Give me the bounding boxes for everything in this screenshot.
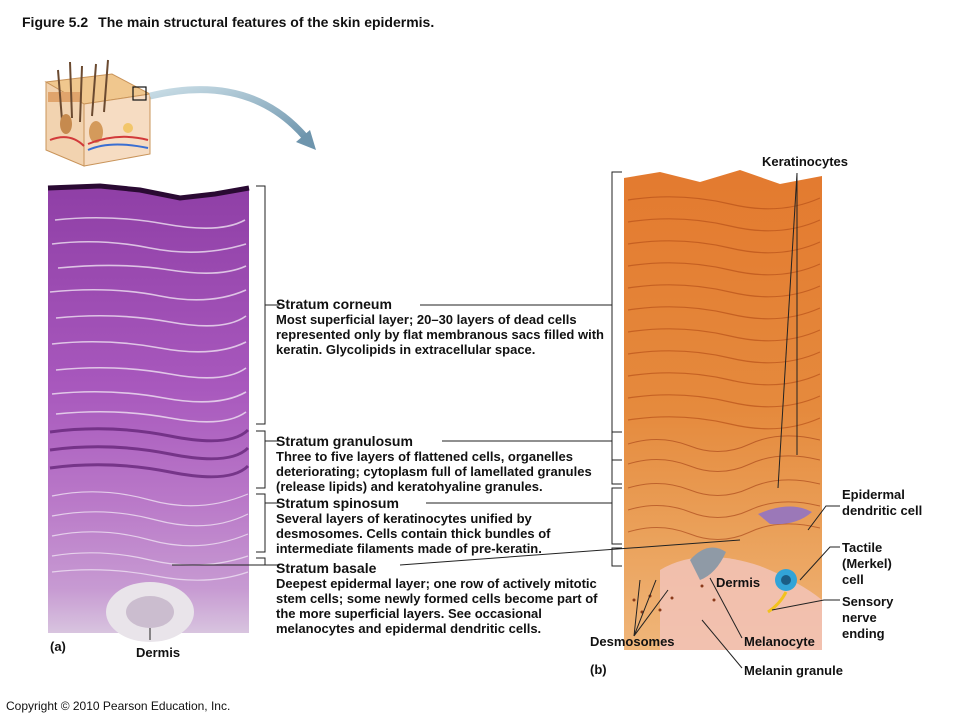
- label-desmosomes: Desmosomes: [590, 634, 675, 649]
- label-melanocyte: Melanocyte: [744, 634, 815, 649]
- figure-number: Figure 5.2: [22, 14, 89, 30]
- illustration-panel-b: [624, 170, 822, 650]
- layer-stratum-basale: Stratum basale Deepest epidermal layer; …: [276, 560, 616, 636]
- zoom-box: [132, 86, 147, 101]
- panel-b-label: (b): [590, 662, 607, 677]
- layer-name: Stratum granulosum: [276, 433, 413, 449]
- label-epidermal-dendritic-cell: Epidermal dendritic cell: [842, 487, 923, 518]
- label-melanin-granule: Melanin granule: [744, 663, 843, 678]
- layer-name: Stratum spinosum: [276, 495, 399, 511]
- micrograph-panel-a: [47, 183, 250, 642]
- label-dermis-b: Dermis: [716, 575, 761, 590]
- label-tactile-cell: Tactile (Merkel) cell: [842, 540, 892, 587]
- figure-caption: The main structural features of the skin…: [98, 14, 435, 30]
- label-keratinocytes: Keratinocytes: [762, 154, 848, 169]
- zoom-arrow: [149, 86, 309, 141]
- copyright-notice: Copyright © 2010 Pearson Education, Inc.: [6, 699, 231, 713]
- panel-a-label: (a): [50, 639, 66, 654]
- layer-stratum-corneum: Stratum corneum Most superficial layer; …: [276, 296, 616, 357]
- layer-description: Deepest epidermal layer; one row of acti…: [276, 576, 598, 636]
- layer-stratum-granulosum: Stratum granulosum Three to five layers …: [276, 433, 616, 494]
- figure-title: Figure 5.2 The main structural features o…: [22, 14, 434, 30]
- layer-description: Several layers of keratinocytes unified …: [276, 511, 551, 556]
- brackets-panel-b: [399, 171, 741, 567]
- panel-a-dermis-label: Dermis: [136, 645, 181, 660]
- layer-description: Three to five layers of flattened cells,…: [276, 449, 592, 494]
- layer-stratum-spinosum: Stratum spinosum Several layers of kerat…: [276, 495, 616, 556]
- label-sensory-nerve-ending: Sensory nerve ending: [842, 594, 894, 641]
- leader-lines-b: [633, 172, 840, 669]
- layer-name: Stratum basale: [276, 560, 377, 576]
- layer-description: Most superficial layer; 20–30 layers of …: [276, 312, 604, 357]
- brackets-panel-a: [149, 185, 280, 640]
- skin-block-thumbnail: [44, 59, 152, 167]
- layer-name: Stratum corneum: [276, 296, 392, 312]
